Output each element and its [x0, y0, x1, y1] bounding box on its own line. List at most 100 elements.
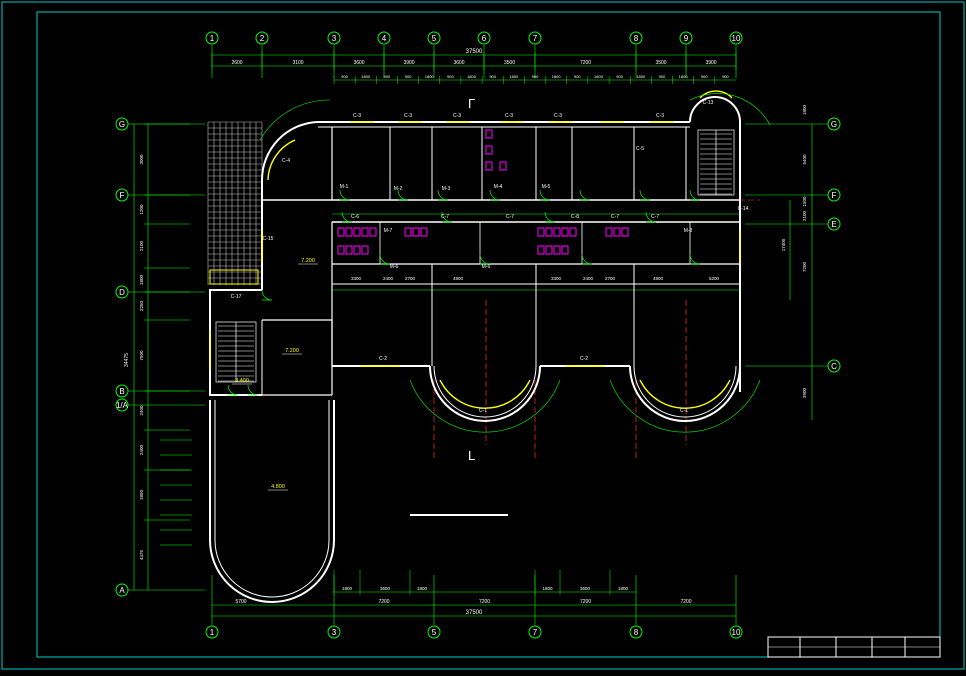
door-swing [539, 189, 551, 201]
door-swing [581, 253, 593, 265]
sanitary-fixture [545, 245, 553, 255]
room-dimension: 3300 [351, 276, 362, 281]
dim-top-row2-value: 900 [722, 74, 729, 79]
dim-top-row2-value: 1800 [425, 74, 435, 79]
axis-bubble-bottom-5: 5 [432, 628, 437, 637]
window-tag: C-7 [441, 214, 449, 220]
dim-top-row2-value: 1800 [636, 74, 646, 79]
door-swing [341, 211, 353, 223]
door-swing [645, 211, 657, 223]
room-dimension: 2400 [583, 276, 594, 281]
window-tag: C-3 [656, 113, 664, 119]
axis-bubble-top-6: 6 [482, 34, 487, 43]
dim-left-part-value: 1200 [139, 204, 144, 215]
sanitary-fixture [337, 245, 345, 255]
dim-bottom-row1-value: 1800 [417, 586, 428, 591]
elevation-mark: 3.400 [235, 378, 249, 384]
elevation-mark: 7.200 [285, 348, 299, 354]
dim-top-row2-value: 900 [659, 74, 666, 79]
window-tag: C-3 [554, 113, 562, 119]
windows-layer [209, 90, 741, 409]
window-tag: C-3 [453, 113, 461, 119]
dim-bottom-row2-value: 7200 [680, 599, 691, 605]
dim-top-row2-value: 1800 [594, 74, 604, 79]
axis-bubble-top-8: 8 [634, 34, 639, 43]
door-swing [437, 189, 449, 201]
door-tag: M-5 [542, 184, 551, 190]
door-swing [441, 211, 453, 223]
dim-bottom-row2-value: 7200 [479, 599, 490, 605]
east-stair-steps [700, 133, 732, 195]
door-swing [689, 189, 701, 201]
axis-bubble-left-G: G [119, 120, 125, 129]
sanitary-fixture [337, 227, 345, 237]
axis-bubble-bottom-8-circle [629, 625, 643, 639]
axis-bubble-left-D: D [119, 288, 125, 297]
sanitary-fixture [561, 245, 569, 255]
sanitary-fixture [621, 227, 629, 237]
sanitary-fixture [369, 227, 377, 237]
axis-bubble-right-F: F [832, 191, 837, 200]
window-tag: C-7 [506, 214, 514, 220]
axis-bubble-top-1-circle [205, 31, 219, 45]
doors-layer [227, 93, 771, 433]
axis-bubble-bottom-5-circle [427, 625, 441, 639]
sanitary-fixture [353, 227, 361, 237]
sanitary-fixture [420, 227, 428, 237]
axis-bubble-left-B: B [119, 387, 124, 396]
door-swing [247, 384, 259, 396]
door-swing [379, 253, 391, 265]
sanitary-fixture [361, 245, 369, 255]
sanitary-fixture [485, 145, 493, 155]
window-tag: C-1 [479, 408, 487, 414]
sanitary-fixture [537, 227, 545, 237]
sanitary-fixture [561, 227, 569, 237]
room-dimension: 2700 [605, 276, 616, 281]
axis-bubble-right-C: C [831, 362, 837, 371]
west-stair-steps [218, 325, 254, 382]
dim-total-bottom: 37500 [466, 610, 483, 616]
door-swing [261, 289, 273, 301]
window-tag: C-8 [571, 214, 579, 220]
door-tag: M-8 [684, 228, 693, 234]
tower-arc [689, 93, 771, 126]
door-tag: M-4 [494, 184, 503, 190]
axis-bubble-bottom-7: 7 [533, 628, 538, 637]
axis-bubble-bottom-7-circle [528, 625, 542, 639]
window-tag: C-7 [611, 214, 619, 220]
bay-arc [409, 379, 561, 433]
axis-bubble-top-7-circle [528, 31, 542, 45]
window-tag: C-3 [404, 113, 412, 119]
axis-bubble-right-G: G [831, 120, 837, 129]
axis-bubble-top-9-circle [679, 31, 693, 45]
window-tag: C-1 [680, 408, 688, 414]
dim-left-part-value: 1800 [139, 274, 144, 285]
sanitary-fixture [485, 129, 493, 139]
dim-top-row2-value: 1800 [552, 74, 562, 79]
dim-right-part-value: 7200 [802, 261, 807, 272]
dim-top-row2-value: 900 [447, 74, 454, 79]
dim-top-row1-value: 3900 [705, 60, 716, 66]
drawing-frame [36, 11, 941, 658]
room-dimension: 2700 [405, 276, 416, 281]
axis-bubble-top-10: 10 [732, 34, 741, 43]
dim-top-row2-value: 900 [341, 74, 348, 79]
dim-bottom-row1-value: 3600 [380, 586, 391, 591]
axis-bubble-left-A: A [119, 586, 125, 595]
window-tag: C-14 [738, 206, 749, 212]
sanitary-fixture [412, 227, 420, 237]
door-swing [227, 384, 239, 396]
axis-bubble-bottom-3-circle [327, 625, 341, 639]
dim-right-part-value: 1800 [802, 104, 807, 115]
sanitary-fixture [485, 161, 493, 171]
sanitary-fixture [553, 227, 561, 237]
elevation-mark: 7.200 [301, 258, 315, 264]
corner-arc [259, 99, 331, 141]
dim-top-row2-value: 900 [701, 74, 708, 79]
dim-top-row2-value: 900 [574, 74, 581, 79]
window-tag: C-13 [703, 100, 714, 106]
dim-top-row1-value: 3500 [504, 60, 515, 66]
bay-arc [609, 379, 761, 433]
